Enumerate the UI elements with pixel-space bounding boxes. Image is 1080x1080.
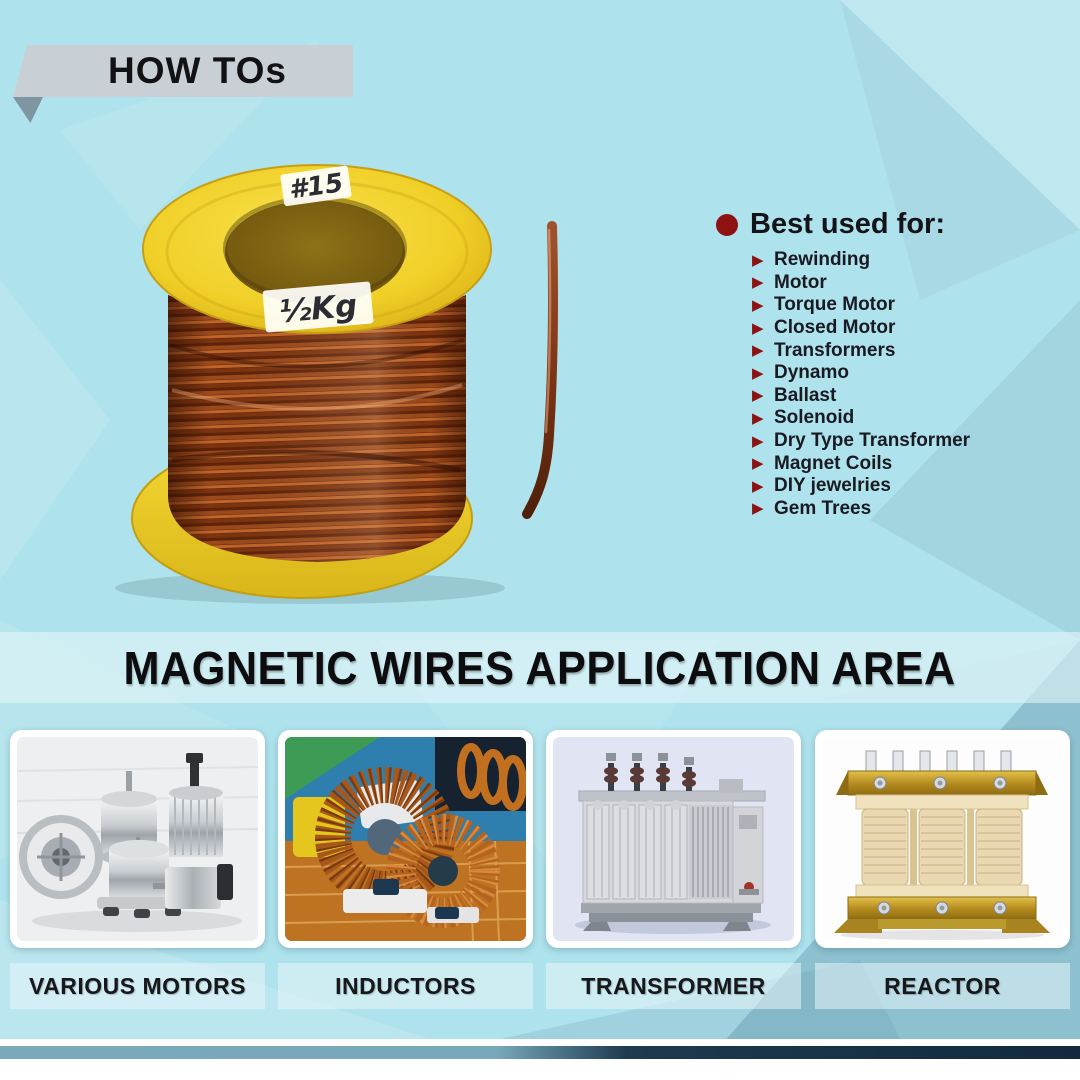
wire-spool-photo: #15 ½Kg xyxy=(60,140,560,610)
footer-gradient-bar xyxy=(0,1046,1080,1059)
card-label: INDUCTORS xyxy=(335,972,476,999)
coils xyxy=(861,808,1023,886)
list-item: ▶Dynamo xyxy=(752,362,849,384)
label-strip-various-motors: VARIOUS MOTORS xyxy=(10,963,265,1009)
list-item: ▶Rewinding xyxy=(752,249,871,271)
spool-hole xyxy=(225,200,405,304)
list-item: ▶Motor xyxy=(752,271,827,293)
application-title: MAGNETIC WIRES APPLICATION AREA xyxy=(123,641,957,694)
bushings xyxy=(604,753,696,791)
card-inductors xyxy=(278,730,533,948)
inductors-photo xyxy=(285,737,526,941)
label-strip-reactor: REACTOR xyxy=(815,963,1070,1009)
label-strip-transformer: TRANSFORMER xyxy=(546,963,801,1009)
best-used-list: ▶Rewinding ▶Motor ▶Torque Motor ▶Closed … xyxy=(752,249,1076,520)
arrow-bullet-icon: ▶ xyxy=(752,319,764,337)
reactor-photo xyxy=(822,737,1063,941)
best-used-title: Best used for: xyxy=(750,208,945,240)
copper-winding xyxy=(168,295,466,562)
list-item: ▶Torque Motor xyxy=(752,294,896,316)
arrow-bullet-icon: ▶ xyxy=(752,251,764,269)
card-transformer xyxy=(546,730,801,948)
arrow-bullet-icon: ▶ xyxy=(752,500,764,518)
arrow-bullet-icon: ▶ xyxy=(752,364,764,382)
card-label: TRANSFORMER xyxy=(581,972,766,999)
terminals xyxy=(865,750,1012,774)
list-item: ▶Ballast xyxy=(752,384,837,406)
list-item: ▶DIY jewelries xyxy=(752,475,891,497)
transformer-photo xyxy=(553,737,794,941)
arrow-bullet-icon: ▶ xyxy=(752,296,764,314)
footer-bottom-area xyxy=(0,1059,1080,1080)
arrow-bullet-icon: ▶ xyxy=(752,455,764,473)
best-used-section: Best used for: ▶Rewinding ▶Motor ▶Torque… xyxy=(716,208,1076,520)
spool-front-label: ½Kg xyxy=(262,281,374,333)
various-motors-photo xyxy=(17,737,258,941)
arrow-bullet-icon: ▶ xyxy=(752,432,764,450)
list-item: ▶Transformers xyxy=(752,339,896,361)
copper-wire-piece xyxy=(505,210,595,530)
list-item: ▶Closed Motor xyxy=(752,317,896,339)
ribbon-fold-triangle xyxy=(13,97,43,123)
svg-text:#15: #15 xyxy=(287,168,345,205)
application-title-band: MAGNETIC WIRES APPLICATION AREA xyxy=(0,632,1080,703)
arrow-bullet-icon: ▶ xyxy=(752,477,764,495)
howtos-ribbon: HOW TOs xyxy=(13,45,353,97)
card-label: REACTOR xyxy=(884,972,1001,999)
card-reactor xyxy=(815,730,1070,948)
card-label: VARIOUS MOTORS xyxy=(29,972,246,999)
svg-text:½Kg: ½Kg xyxy=(278,288,359,331)
list-item: ▶Gem Trees xyxy=(752,497,872,519)
arrow-bullet-icon: ▶ xyxy=(752,342,764,360)
card-various-motors xyxy=(10,730,265,948)
label-strip-inductors: INDUCTORS xyxy=(278,963,533,1009)
list-item: ▶Magnet Coils xyxy=(752,452,893,474)
arrow-bullet-icon: ▶ xyxy=(752,274,764,292)
list-item: ▶Solenoid xyxy=(752,407,855,429)
footer-white-strip xyxy=(0,1039,1080,1046)
red-dot-icon xyxy=(716,213,738,236)
list-item: ▶Dry Type Transformer xyxy=(752,430,971,452)
arrow-bullet-icon: ▶ xyxy=(752,409,764,427)
ribbon-title: HOW TOs xyxy=(108,50,287,91)
spool-top-label: #15 xyxy=(280,165,352,207)
best-used-heading: Best used for: xyxy=(716,208,1076,241)
arrow-bullet-icon: ▶ xyxy=(752,387,764,405)
